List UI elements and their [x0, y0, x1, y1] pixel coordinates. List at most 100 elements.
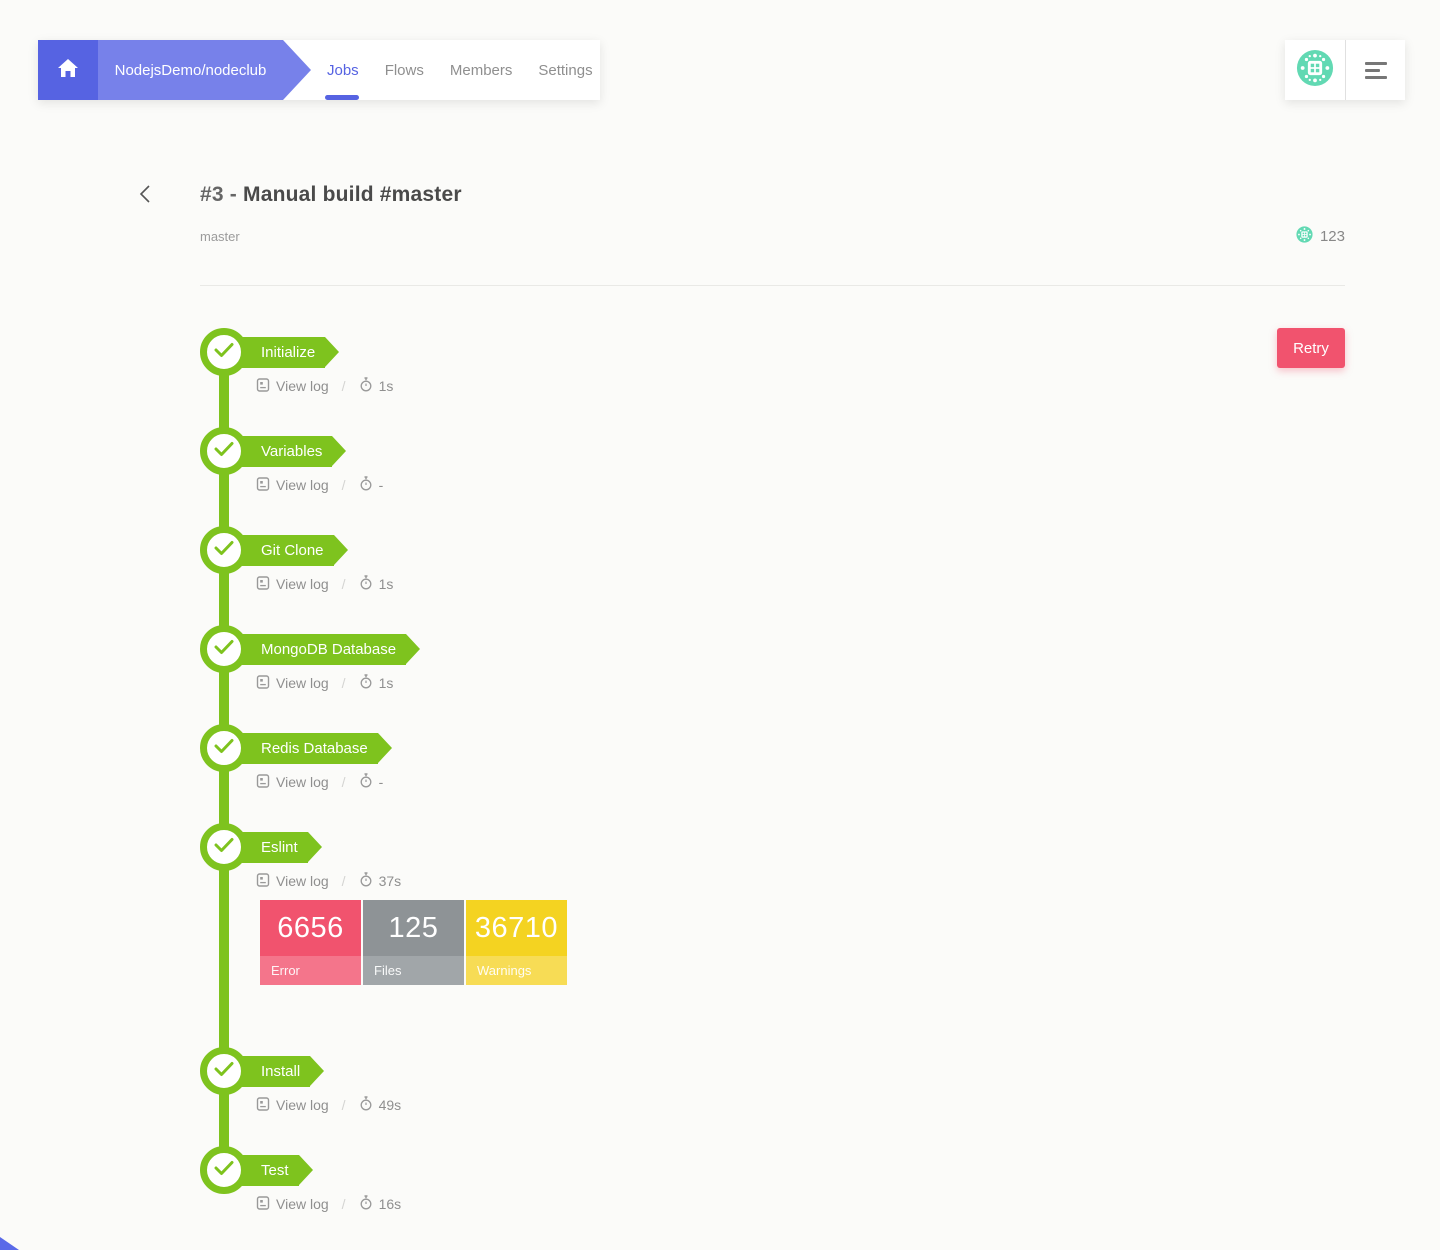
step-duration: 49s	[359, 1096, 401, 1114]
step-status-variables	[200, 427, 248, 475]
step-status-git-clone	[200, 526, 248, 574]
stopwatch-icon	[359, 872, 373, 890]
separator: /	[341, 477, 346, 493]
log-file-icon	[256, 1195, 270, 1213]
step-duration: 1s	[359, 674, 393, 692]
step-meta-variables: View log / -	[256, 475, 383, 495]
step-label-git-clone[interactable]: Git Clone	[231, 535, 348, 566]
hamburger-icon	[1364, 61, 1387, 79]
check-icon	[214, 1160, 234, 1181]
step-duration: -	[359, 773, 383, 791]
check-icon	[214, 342, 234, 363]
build-number-prefix: #3 -	[200, 183, 244, 206]
stopwatch-icon	[359, 476, 373, 494]
page-title: #3 - Manual build #master	[200, 183, 462, 207]
view-log-link[interactable]: View log	[256, 575, 329, 593]
step-meta-redis: View log / -	[256, 772, 383, 792]
nav-tabs: Jobs Flows Members Settings	[283, 40, 593, 100]
error-label: Error	[260, 956, 361, 985]
log-file-icon	[256, 773, 270, 791]
build-title: Manual build #master	[243, 183, 462, 206]
stat-errors: 6656 Error	[260, 900, 361, 985]
stopwatch-icon	[359, 377, 373, 395]
step-duration: 16s	[359, 1195, 401, 1213]
home-button[interactable]	[38, 40, 98, 100]
step-label-redis[interactable]: Redis Database	[231, 733, 392, 764]
check-icon	[214, 540, 234, 561]
stopwatch-icon	[359, 1096, 373, 1114]
check-icon	[214, 837, 234, 858]
separator: /	[341, 378, 346, 394]
step-status-eslint	[200, 823, 248, 871]
warnings-label: Warnings	[466, 956, 567, 985]
separator: /	[341, 576, 346, 592]
user-avatar-button[interactable]	[1285, 40, 1345, 100]
tab-flows[interactable]: Flows	[384, 61, 424, 79]
log-file-icon	[256, 575, 270, 593]
commit-identicon	[1296, 226, 1313, 247]
eslint-stats: 6656 Error 125 Files 36710 Warnings	[260, 900, 567, 985]
view-log-link[interactable]: View log	[256, 1096, 329, 1114]
stat-warnings: 36710 Warnings	[466, 900, 567, 985]
log-file-icon	[256, 476, 270, 494]
check-icon	[214, 1061, 234, 1082]
step-duration: 1s	[359, 575, 393, 593]
tab-settings[interactable]: Settings	[538, 61, 593, 79]
tab-jobs[interactable]: Jobs	[325, 40, 359, 100]
step-duration: 1s	[359, 377, 393, 395]
files-count: 125	[363, 900, 464, 956]
step-meta-eslint: View log / 37s	[256, 871, 401, 891]
home-icon	[57, 58, 79, 83]
step-status-test	[200, 1146, 248, 1194]
retry-button[interactable]: Retry	[1277, 328, 1345, 368]
check-icon	[214, 738, 234, 759]
view-log-link[interactable]: View log	[256, 1195, 329, 1213]
separator: /	[341, 675, 346, 691]
view-log-link[interactable]: View log	[256, 674, 329, 692]
view-log-link[interactable]: View log	[256, 377, 329, 395]
chevron-left-icon	[138, 185, 152, 208]
separator: /	[341, 1196, 346, 1212]
user-identicon	[1296, 49, 1334, 92]
view-log-link[interactable]: View log	[256, 476, 329, 494]
build-header: #3 - Manual build #master master	[200, 183, 462, 244]
step-duration: -	[359, 476, 383, 494]
step-label-variables[interactable]: Variables	[231, 436, 347, 467]
step-meta-mongodb: View log / 1s	[256, 673, 393, 693]
step-meta-git-clone: View log / 1s	[256, 574, 393, 594]
stopwatch-icon	[359, 1195, 373, 1213]
separator: /	[341, 873, 346, 889]
top-navbar: NodejsDemo/nodeclub Jobs Flows Members S…	[38, 40, 600, 100]
separator: /	[341, 1097, 346, 1113]
step-duration: 37s	[359, 872, 401, 890]
log-file-icon	[256, 872, 270, 890]
log-file-icon	[256, 377, 270, 395]
step-meta-initialize: View log / 1s	[256, 376, 393, 396]
breadcrumb[interactable]: NodejsDemo/nodeclub	[98, 40, 311, 100]
separator: /	[341, 774, 346, 790]
back-button[interactable]	[138, 184, 152, 209]
step-status-mongodb	[200, 625, 248, 673]
view-log-link[interactable]: View log	[256, 872, 329, 890]
step-status-redis	[200, 724, 248, 772]
files-label: Files	[363, 956, 464, 985]
step-meta-test: View log / 16s	[256, 1194, 401, 1214]
step-meta-install: View log / 49s	[256, 1095, 401, 1115]
stopwatch-icon	[359, 575, 373, 593]
check-icon	[214, 441, 234, 462]
check-icon	[214, 639, 234, 660]
navbar-user-area	[1285, 40, 1405, 100]
commit-info: 123	[1296, 226, 1345, 247]
menu-button[interactable]	[1345, 40, 1405, 100]
stopwatch-icon	[359, 773, 373, 791]
build-count: 123	[1319, 228, 1345, 245]
step-status-initialize	[200, 328, 248, 376]
tab-members[interactable]: Members	[449, 61, 513, 79]
breadcrumb-label: NodejsDemo/nodeclub	[114, 61, 267, 79]
view-log-link[interactable]: View log	[256, 773, 329, 791]
corner-widget[interactable]	[0, 1237, 19, 1250]
log-file-icon	[256, 1096, 270, 1114]
step-status-install	[200, 1047, 248, 1095]
step-label-mongodb[interactable]: MongoDB Database	[231, 634, 421, 665]
header-divider	[200, 285, 1345, 286]
